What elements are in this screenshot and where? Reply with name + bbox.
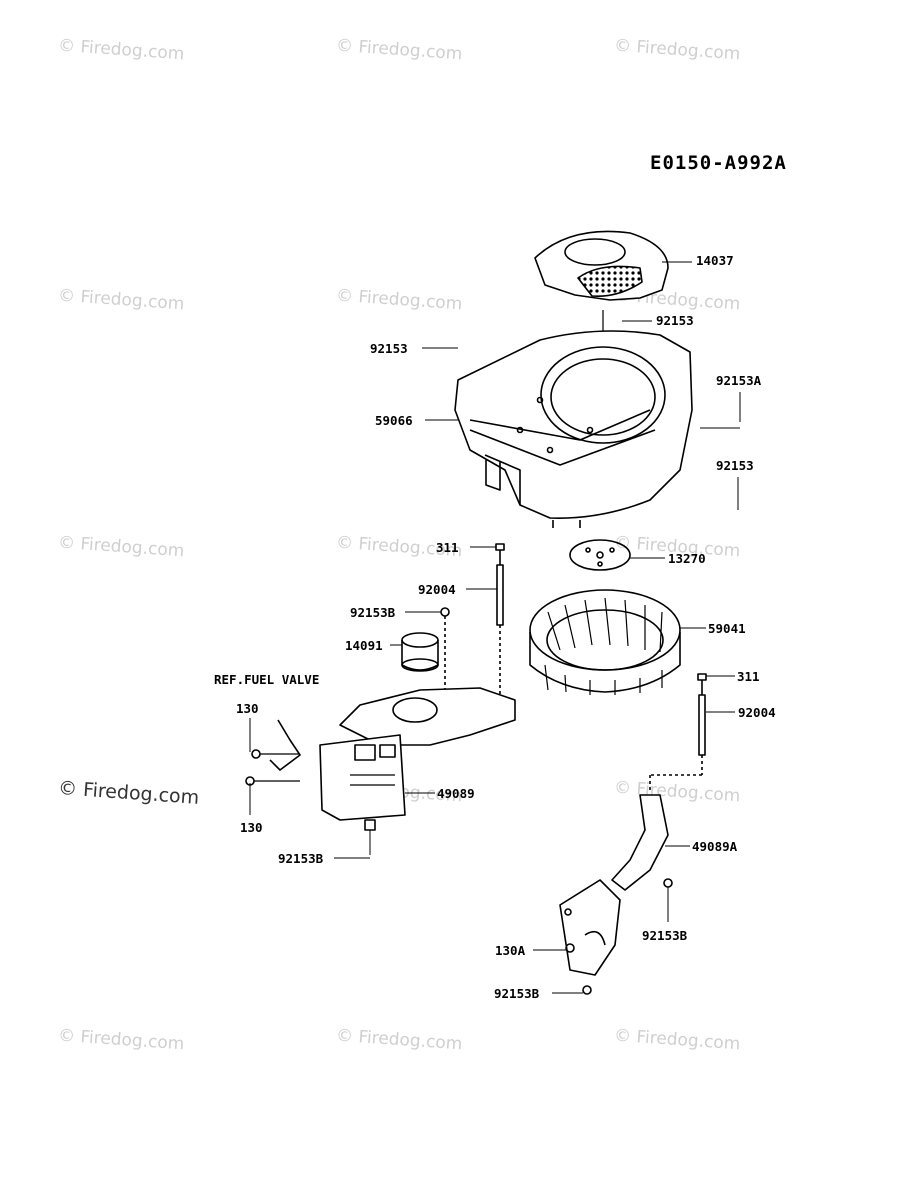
part-label-130[interactable]: 130 <box>236 701 259 716</box>
part-label-92153[interactable]: 92153 <box>656 313 694 328</box>
bracket-49089A <box>559 794 673 995</box>
fuel-valve-bracket <box>245 719 301 786</box>
part-label-49089A[interactable]: 49089A <box>692 839 738 854</box>
part-label-92153B[interactable]: 92153B <box>642 928 688 943</box>
cover-plate-49089 <box>319 687 516 831</box>
blower-housing-59066 <box>454 330 693 528</box>
stud-92004-left <box>495 543 505 700</box>
part-label-13270[interactable]: 13270 <box>668 551 706 566</box>
part-label-49089[interactable]: 49089 <box>437 786 475 801</box>
ref-fuel-valve-label: REF.FUEL VALVE <box>214 672 320 687</box>
diagram-code: E0150-A992A <box>650 152 787 174</box>
part-label-130[interactable]: 130 <box>240 820 263 835</box>
part-label-311[interactable]: 311 <box>737 669 760 684</box>
part-label-92153B[interactable]: 92153B <box>494 986 540 1001</box>
collar-14091 <box>401 632 439 672</box>
part-label-130A[interactable]: 130A <box>495 943 526 958</box>
part-label-14037[interactable]: 14037 <box>696 253 734 268</box>
screen-cover-14037 <box>534 230 669 388</box>
plate-13270 <box>569 539 631 571</box>
leader-lines <box>249 261 741 994</box>
part-label-59066[interactable]: 59066 <box>375 413 413 428</box>
part-label-92153B[interactable]: 92153B <box>278 851 324 866</box>
part-label-92004[interactable]: 92004 <box>738 705 776 720</box>
stud-92004-right <box>649 673 707 792</box>
part-label-92004[interactable]: 92004 <box>418 582 456 597</box>
part-label-311[interactable]: 311 <box>436 540 459 555</box>
part-label-92153A[interactable]: 92153A <box>716 373 762 388</box>
part-label-14091[interactable]: 14091 <box>345 638 383 653</box>
fan-59041 <box>529 589 681 695</box>
part-label-92153[interactable]: 92153 <box>716 458 754 473</box>
part-label-92153[interactable]: 92153 <box>370 341 408 356</box>
part-label-92153B[interactable]: 92153B <box>350 605 396 620</box>
part-label-59041[interactable]: 59041 <box>708 621 746 636</box>
